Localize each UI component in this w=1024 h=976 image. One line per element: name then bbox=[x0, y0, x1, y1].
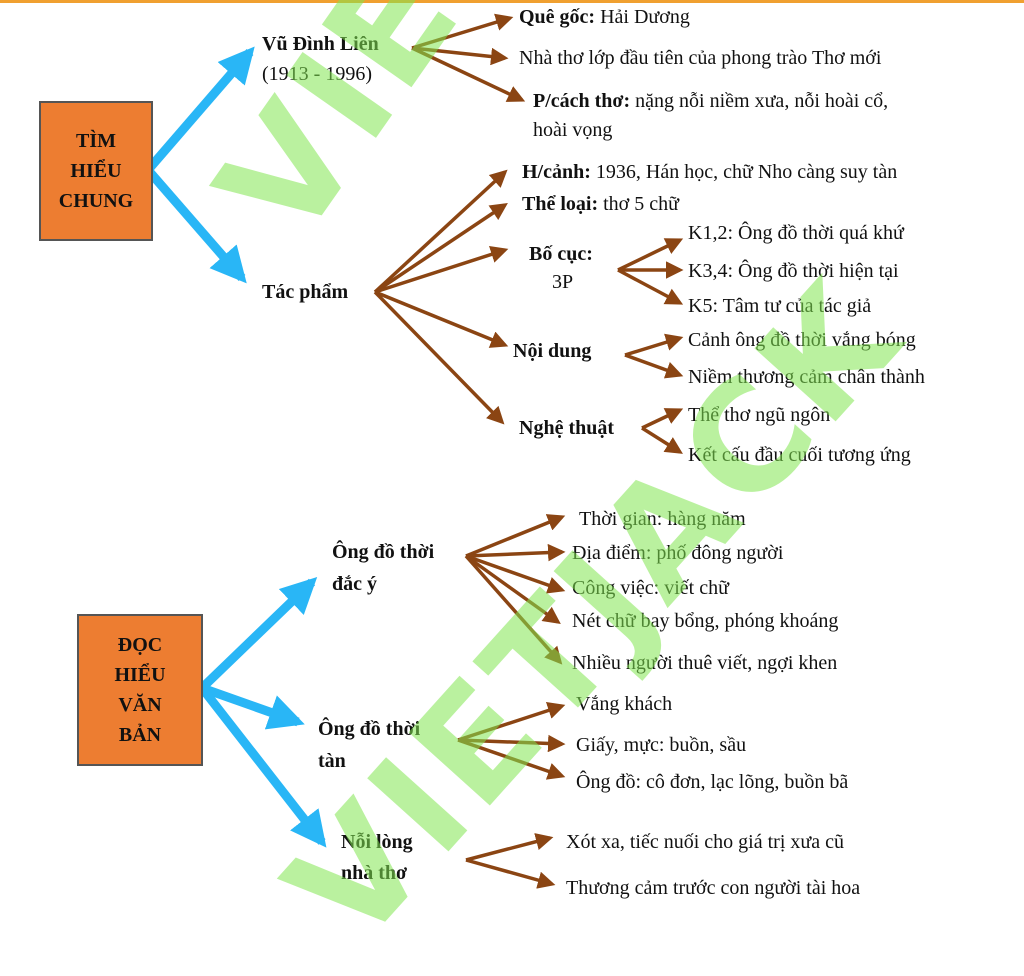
glory-label-line1: Ông đồ thời bbox=[332, 541, 435, 563]
author-style: P/cách thơ: nặng nỗi niềm xưa, nỗi hoài … bbox=[533, 90, 889, 112]
arrow-to-glory bbox=[198, 577, 318, 692]
glory-label-line2: đắc ý bbox=[332, 573, 377, 595]
glory-item: Nhiều người thuê viết, ngợi khen bbox=[572, 652, 838, 674]
poet-item: Xót xa, tiếc nuối cho giá trị xưa cũ bbox=[566, 831, 844, 853]
section-box-reading-label: ĐỌC HIỂU VĂN BẢN bbox=[114, 634, 166, 746]
work-layout-label: Bố cục: bbox=[529, 243, 593, 265]
art-item: Thể thơ ngũ ngôn bbox=[688, 404, 831, 426]
arrow-to-author bbox=[144, 46, 255, 173]
poet-label-line2: nhà thơ bbox=[341, 862, 408, 884]
arrow-to-work bbox=[144, 167, 247, 284]
section-box-reading: ĐỌC HIỂU VĂN BẢN bbox=[77, 614, 203, 766]
work-art-label: Nghệ thuật bbox=[519, 417, 615, 439]
art-item: Kết cấu đầu cuối tương ứng bbox=[688, 444, 911, 466]
layout-item: K1,2: Ông đồ thời quá khứ bbox=[688, 222, 904, 244]
author-style-cont: hoài vọng bbox=[533, 119, 613, 141]
poet-item: Thương cảm trước con người tài hoa bbox=[566, 877, 861, 899]
decline-item: Vắng khách bbox=[576, 693, 673, 715]
work-layout-sub: 3P bbox=[552, 271, 574, 293]
work-genre: Thể loại: thơ 5 chữ bbox=[522, 193, 679, 215]
top-border bbox=[0, 0, 1024, 3]
content-item: Cảnh ông đồ thời vắng bóng bbox=[688, 329, 916, 351]
decline-item: Ông đồ: cô đơn, lạc lõng, buồn bã bbox=[576, 771, 849, 793]
glory-item: Địa điểm: phố đông người bbox=[572, 542, 784, 564]
work-content-label: Nội dung bbox=[513, 340, 592, 362]
arrow-to-poet bbox=[198, 685, 327, 848]
author-hometown: Quê gốc: Hải Dương bbox=[519, 6, 690, 28]
connector-arrows bbox=[144, 13, 684, 889]
author-pioneer: Nhà thơ lớp đầu tiên của phong trào Thơ … bbox=[519, 47, 882, 69]
decline-label-line1: Ông đồ thời bbox=[318, 718, 421, 740]
poet-label-line1: Nỗi lòng bbox=[341, 831, 413, 853]
layout-item: K3,4: Ông đồ thời hiện tại bbox=[688, 260, 899, 282]
decline-label-line2: tàn bbox=[318, 750, 346, 772]
section-box-overview-label: TÌM HIỂU CHUNG bbox=[58, 130, 134, 212]
author-years: (1913 - 1996) bbox=[262, 63, 372, 85]
decline-item: Giấy, mực: buồn, sầu bbox=[576, 734, 747, 756]
glory-item: Thời gian: hàng năm bbox=[579, 508, 746, 530]
work-title: Tác phẩm bbox=[262, 281, 349, 303]
arrow-to-decline bbox=[200, 683, 305, 730]
glory-item: Công việc: viết chữ bbox=[572, 577, 729, 599]
glory-item: Nét chữ bay bổng, phóng khoáng bbox=[572, 610, 839, 632]
section-box-overview: TÌM HIỂU CHUNG bbox=[39, 101, 153, 241]
author-name: Vũ Đình Liên bbox=[262, 33, 379, 55]
work-context: H/cảnh: 1936, Hán học, chữ Nho càng suy … bbox=[522, 161, 898, 183]
layout-item: K5: Tâm tư của tác giả bbox=[688, 295, 872, 317]
content-item: Niềm thương cảm chân thành bbox=[688, 366, 925, 388]
